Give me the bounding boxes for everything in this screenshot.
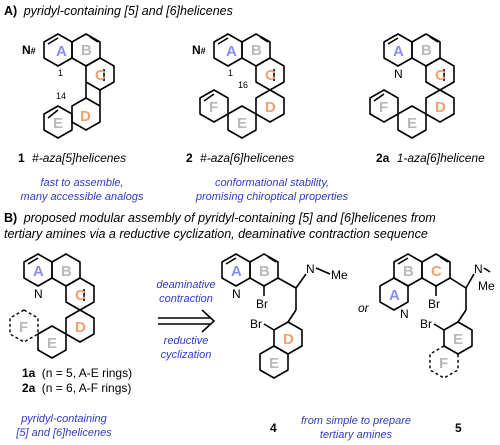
- ring-e-hexagon: [43, 105, 73, 139]
- arrow-label-3: reductive: [164, 335, 209, 347]
- position-1-label: 1: [228, 68, 233, 78]
- left-note-1: pyridyl-containing: [20, 413, 107, 425]
- me-label: Me: [478, 279, 495, 293]
- compound-5-structure: N Br N Me Br A B C E F: [379, 253, 495, 379]
- n-amine-label: N: [474, 262, 483, 276]
- ring-label-d: D: [283, 331, 294, 348]
- ring-label-b: B: [61, 263, 72, 280]
- compound-2-note-2: promising chiroptical properties: [195, 191, 349, 203]
- ring-label-a: A: [56, 43, 67, 60]
- arrow-label-1: deaminative: [156, 279, 215, 291]
- ring-e-hexagon: [259, 345, 289, 379]
- ring-d-hexagon: [425, 89, 455, 123]
- or-text: or: [358, 301, 370, 315]
- ring-label-b: B: [251, 42, 262, 59]
- label-1a: 1a (n = 5, A-E rings): [22, 366, 132, 380]
- ring-label-c: C: [431, 263, 442, 280]
- ring-label-a: A: [393, 43, 404, 60]
- compound-1-note-1: fast to assemble,: [40, 177, 123, 189]
- ring-label-d: D: [265, 99, 276, 116]
- ring-label-a: A: [33, 263, 44, 280]
- n-atom-label: N: [34, 287, 43, 301]
- retrosynthesis-arrow: [158, 309, 216, 333]
- ring-e-hexagon: [37, 325, 67, 359]
- compound-5-number: 5: [455, 421, 462, 435]
- ring-label-a: A: [389, 287, 400, 304]
- ring-d-hexagon: [255, 89, 285, 123]
- n-atom-label: N: [394, 67, 403, 81]
- ring-label-e: E: [269, 355, 279, 372]
- compound-1a-2a-structure: N A B C D E F: [9, 253, 95, 359]
- n-atom-label: N: [400, 307, 409, 321]
- ring-label-c: C: [265, 67, 276, 84]
- position-16-label: 16: [238, 80, 248, 90]
- ring-d-hexagon: [65, 309, 95, 343]
- compound-1-label: 1 #-aza[5]helicenes: [18, 151, 126, 165]
- arrow-label-4: cyclization: [161, 349, 212, 361]
- compound-4-number: 4: [270, 421, 277, 435]
- ring-label-a: A: [226, 43, 237, 60]
- ring-label-e: E: [237, 115, 247, 132]
- ring-a-hexagon: [379, 277, 409, 311]
- n-atom-label: N#: [192, 43, 206, 57]
- bottom-note-2: tertiary amines: [320, 429, 393, 441]
- compound-1-structure: N# A B C D E 1 14: [22, 33, 115, 139]
- section-a-heading: A) pyridyl-containing [5] and [6]helicen…: [4, 4, 233, 18]
- ring-label-e: E: [47, 335, 57, 352]
- br-atom-label: Br: [256, 297, 268, 311]
- ring-label-e: E: [453, 331, 463, 348]
- ring-label-c: C: [435, 67, 446, 84]
- label-2a: 2a (n = 6, A-F rings): [22, 381, 131, 395]
- br-atom-label: Br: [428, 297, 440, 311]
- section-b-heading-2: tertiary amines via a reductive cyclizat…: [4, 227, 428, 241]
- br-atom-label: Br: [250, 317, 262, 331]
- ring-label-b: B: [259, 263, 270, 280]
- ring-label-f: F: [439, 355, 448, 372]
- compound-2-note-1: conformational stability,: [215, 177, 329, 189]
- compound-2a-label: 2a 1-aza[6]helicene: [376, 151, 485, 165]
- ring-label-f: F: [209, 99, 218, 116]
- bottom-note-1: from simple to prepare: [301, 415, 411, 427]
- compound-4-structure: N Br N Me Br A B D E: [221, 253, 348, 379]
- ring-label-c: C: [75, 287, 86, 304]
- compound-2-structure: N# A B C D E F 1 16: [192, 33, 285, 139]
- compound-1-note-2: many accessible analogs: [21, 191, 144, 203]
- ring-label-b: B: [81, 42, 92, 59]
- position-1-label: 1: [58, 68, 63, 78]
- ring-label-f: F: [19, 319, 28, 336]
- compound-2-label: 2 #-aza[6]helicenes: [186, 151, 294, 165]
- ring-label-f: F: [379, 99, 388, 116]
- me-label: Me: [331, 268, 348, 282]
- br-atom-label: Br: [420, 317, 432, 331]
- ring-label-a: A: [231, 263, 242, 280]
- ring-label-d: D: [80, 108, 91, 125]
- left-note-2: [5] and [6]helicenes: [15, 427, 112, 439]
- n-atom-label: N#: [22, 43, 36, 57]
- section-b-heading-1: B) proposed modular assembly of pyridyl-…: [4, 211, 436, 225]
- n-amine-label: N: [306, 262, 315, 276]
- ring-label-c: C: [95, 67, 106, 84]
- ring-f-hexagon: [369, 89, 399, 123]
- position-14-label: 14: [56, 91, 66, 101]
- arrow-label-2: contraction: [159, 293, 213, 305]
- ring-label-b: B: [403, 263, 414, 280]
- ring-label-b: B: [421, 42, 432, 59]
- n-atom-label: N: [232, 287, 241, 301]
- ring-label-e: E: [407, 115, 417, 132]
- ring-label-d: D: [75, 319, 86, 336]
- ring-label-d: D: [435, 99, 446, 116]
- ring-f-hexagon: [199, 89, 229, 123]
- compound-2a-structure: N A B C D E F: [369, 33, 455, 139]
- ring-label-e: E: [53, 115, 63, 132]
